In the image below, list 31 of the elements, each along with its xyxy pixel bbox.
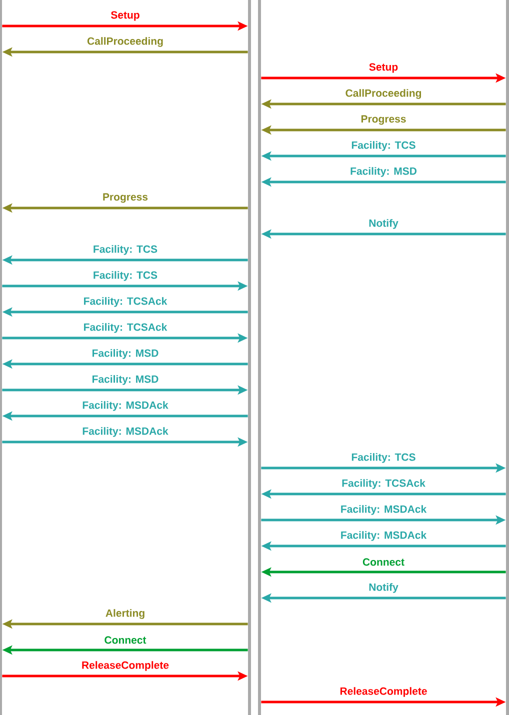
edge-label: Facility: MSD	[90, 374, 160, 386]
edge-label: Facility: MSDAck	[339, 504, 428, 516]
edge-label: Facility: MSDAck	[81, 426, 170, 438]
edge-label: ReleaseComplete	[338, 686, 428, 698]
edge-label: ReleaseComplete	[80, 660, 170, 672]
edge-label: Facility: TCS	[92, 244, 159, 256]
edge-label: Facility: MSDAck	[339, 530, 428, 542]
edge-label: Facility: MSDAck	[81, 400, 170, 412]
edge-label: Notify	[368, 582, 400, 594]
edge-label: Facility: TCSAck	[340, 478, 426, 490]
lifeline	[506, 0, 509, 715]
lifeline	[258, 0, 261, 715]
edge-label: Facility: TCS	[350, 452, 417, 464]
edge-label: Setup	[110, 10, 141, 22]
edge-label: Facility: TCSAck	[82, 322, 168, 334]
edge-label: Facility: TCS	[350, 140, 417, 152]
edge-label: Progress	[102, 192, 150, 204]
lifeline	[248, 0, 251, 715]
edge-label: Facility: TCSAck	[82, 296, 168, 308]
lifeline	[0, 0, 2, 715]
edge-label: Notify	[368, 218, 400, 230]
edge-label: Progress	[360, 114, 408, 126]
edge-label: Facility: TCS	[92, 270, 159, 282]
edge-label: Facility: MSD	[349, 166, 418, 178]
edge-label: CallProceeding	[86, 36, 164, 48]
edge-label: Alerting	[104, 608, 146, 620]
edge-label: CallProceeding	[344, 88, 423, 100]
edge-label: Setup	[368, 62, 400, 74]
edge-label: Facility: MSD	[90, 348, 160, 360]
edge-label: Connect	[362, 557, 406, 567]
edge-label: Connect	[103, 635, 148, 645]
